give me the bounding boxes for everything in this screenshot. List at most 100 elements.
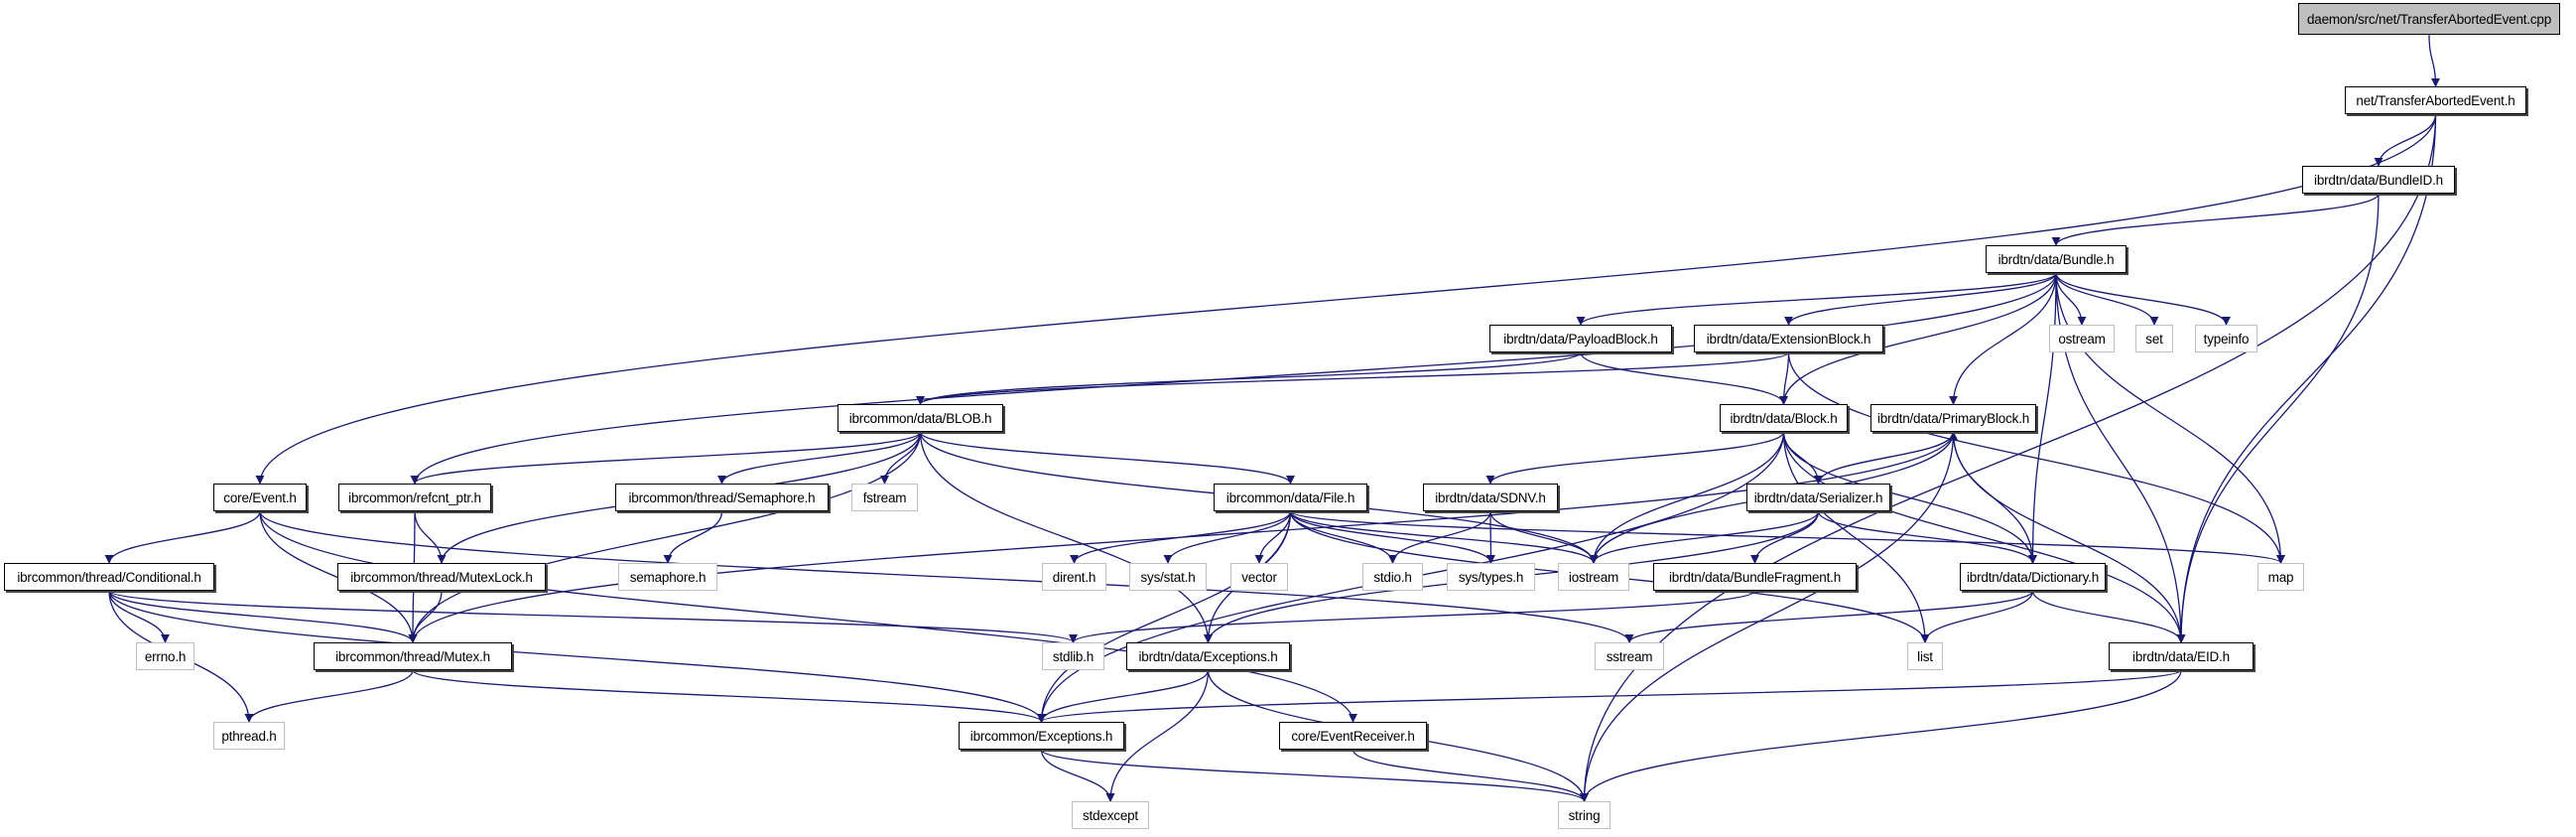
edge-bundle-to-typeinfo xyxy=(2055,272,2231,326)
edge-block-to-list xyxy=(1782,431,1930,643)
node-label: fstream xyxy=(862,489,907,505)
edge-serializer-to-dictionary xyxy=(1817,510,2037,564)
edge-file-to-dirent xyxy=(1070,510,1292,564)
node-errno: errno.h xyxy=(136,642,194,670)
edge-dtnexc-to-commonexc xyxy=(1037,669,1210,723)
edge-eventreceiver-to-string xyxy=(1352,749,1589,802)
edge-primary-to-eid xyxy=(1952,431,2186,643)
edge-extension-to-block xyxy=(1778,351,1790,405)
edge-blob-to-semaphore xyxy=(717,431,922,485)
node-label: ostream xyxy=(2058,331,2106,347)
node-serializer[interactable]: ibrdtn/data/Serializer.h xyxy=(1746,484,1890,511)
node-semaphore_h: semaphore.h xyxy=(618,563,717,591)
edge-tae-to-event xyxy=(255,113,2437,485)
edge-event-to-sstream xyxy=(259,510,1634,643)
node-label: ibrdtn/data/EID.h xyxy=(2132,648,2230,664)
node-event[interactable]: core/Event.h xyxy=(213,484,307,511)
node-label: ibrdtn/data/SDNV.h xyxy=(1435,489,1546,505)
node-set: set xyxy=(2135,325,2173,352)
node-bundle[interactable]: ibrdtn/data/Bundle.h xyxy=(1986,245,2126,273)
edge-dictionary-to-list xyxy=(1920,590,2034,643)
node-sstream: sstream xyxy=(1595,642,1664,670)
node-label: ibrdtn/data/Exceptions.h xyxy=(1138,648,1278,664)
node-mutexlock[interactable]: ibrcommon/thread/MutexLock.h xyxy=(337,563,546,591)
node-label: list xyxy=(1917,648,1933,664)
edge-fragment-to-stdlib xyxy=(1069,590,1756,643)
node-commonexc[interactable]: ibrcommon/Exceptions.h xyxy=(959,722,1124,750)
node-eventreceiver[interactable]: core/EventReceiver.h xyxy=(1279,722,1427,750)
edge-block-to-sdnv xyxy=(1485,431,1785,485)
edge-blob-to-mutex xyxy=(408,431,922,643)
node-label: stdio.h xyxy=(1373,569,1412,585)
node-cpp[interactable]: daemon/src/net/TransferAbortedEvent.cpp xyxy=(2298,3,2560,35)
node-mutex[interactable]: ibrcommon/thread/Mutex.h xyxy=(314,642,512,670)
node-fragment[interactable]: ibrdtn/data/BundleFragment.h xyxy=(1653,563,1857,591)
edge-cpp-to-tae xyxy=(2428,34,2441,87)
node-string: string xyxy=(1558,801,1610,829)
edge-dictionary-to-eid xyxy=(2031,590,2186,643)
edge-bundle-to-block xyxy=(1778,272,2057,405)
node-label: ibrcommon/thread/MutexLock.h xyxy=(350,569,533,585)
edge-conditional-to-errno xyxy=(108,590,171,643)
node-label: ibrdtn/data/PayloadBlock.h xyxy=(1503,331,1658,347)
node-sdnv[interactable]: ibrdtn/data/SDNV.h xyxy=(1423,484,1558,511)
node-dtnexc[interactable]: ibrdtn/data/Exceptions.h xyxy=(1126,642,1290,670)
node-label: set xyxy=(2145,331,2163,347)
edge-blob-to-fstream xyxy=(879,431,922,485)
edge-block-to-dictionary xyxy=(1782,431,2038,564)
node-tae[interactable]: net/TransferAbortedEvent.h xyxy=(2345,86,2526,114)
edge-bundleid-to-bundle xyxy=(2051,193,2380,246)
edge-tae-to-eid xyxy=(2176,113,2437,643)
node-dirent: dirent.h xyxy=(1042,563,1106,591)
node-conditional[interactable]: ibrcommon/thread/Conditional.h xyxy=(4,563,214,591)
edge-sdnv-to-iostream xyxy=(1489,510,1599,564)
node-label: semaphore.h xyxy=(629,569,707,585)
edge-conditional-to-commonexc xyxy=(108,590,1046,723)
node-payload[interactable]: ibrdtn/data/PayloadBlock.h xyxy=(1489,325,1672,352)
node-block[interactable]: ibrdtn/data/Block.h xyxy=(1720,404,1848,432)
node-label: ibrdtn/data/BundleFragment.h xyxy=(1668,569,1841,585)
node-extension[interactable]: ibrdtn/data/ExtensionBlock.h xyxy=(1694,325,1883,352)
node-eid[interactable]: ibrdtn/data/EID.h xyxy=(2109,642,2254,670)
node-label: typeinfo xyxy=(2203,331,2250,347)
node-label: ibrdtn/data/Block.h xyxy=(1730,410,1838,426)
node-semaphore[interactable]: ibrcommon/thread/Semaphore.h xyxy=(615,484,829,511)
node-blob[interactable]: ibrcommon/data/BLOB.h xyxy=(837,404,1003,432)
edge-payload-to-blob xyxy=(916,351,1582,405)
node-label: core/EventReceiver.h xyxy=(1291,728,1415,744)
node-label: ibrcommon/thread/Semaphore.h xyxy=(628,489,816,505)
node-label: ibrcommon/refcnt_ptr.h xyxy=(348,489,481,505)
edge-payload-to-block xyxy=(1580,351,1788,405)
edge-block-to-eid xyxy=(1782,431,2186,643)
node-bundleid[interactable]: ibrdtn/data/BundleID.h xyxy=(2302,166,2455,194)
node-label: vector xyxy=(1241,569,1277,585)
edge-mutex-to-pthread xyxy=(244,669,414,723)
edge-eid-to-string xyxy=(1580,669,2182,802)
edge-event-to-eventreceiver xyxy=(259,510,1357,723)
node-systypes: sys/types.h xyxy=(1447,563,1535,591)
node-label: ibrdtn/data/Bundle.h xyxy=(1997,251,2115,267)
edge-conditional-to-stdlib xyxy=(108,590,1078,643)
node-list: list xyxy=(1907,642,1943,670)
node-label: dirent.h xyxy=(1052,569,1096,585)
node-refcnt[interactable]: ibrcommon/refcnt_ptr.h xyxy=(338,484,491,511)
node-pthread: pthread.h xyxy=(213,722,285,750)
edge-bundle-to-dictionary xyxy=(2027,272,2057,564)
node-primary[interactable]: ibrdtn/data/PrimaryBlock.h xyxy=(1870,404,2036,432)
edge-bundle-to-extension xyxy=(1784,272,2057,326)
node-label: sstream xyxy=(1606,648,1653,664)
edge-file-to-map xyxy=(1289,510,2285,564)
node-label: ibrcommon/data/File.h xyxy=(1225,489,1355,505)
edge-bundle-to-primary xyxy=(1948,272,2057,405)
node-dictionary[interactable]: ibrdtn/data/Dictionary.h xyxy=(1960,563,2106,591)
edge-file-to-commonexc xyxy=(1036,510,1292,723)
node-file[interactable]: ibrcommon/data/File.h xyxy=(1214,484,1367,511)
edge-commonexc-to-stdexcept xyxy=(1040,749,1115,802)
node-typeinfo: typeinfo xyxy=(2195,325,2257,352)
node-label: ibrcommon/data/BLOB.h xyxy=(848,410,992,426)
edge-mutexlock-to-mutex xyxy=(408,590,443,643)
node-label: ibrdtn/data/PrimaryBlock.h xyxy=(1876,410,2030,426)
node-label: stdexcept xyxy=(1083,807,1138,823)
